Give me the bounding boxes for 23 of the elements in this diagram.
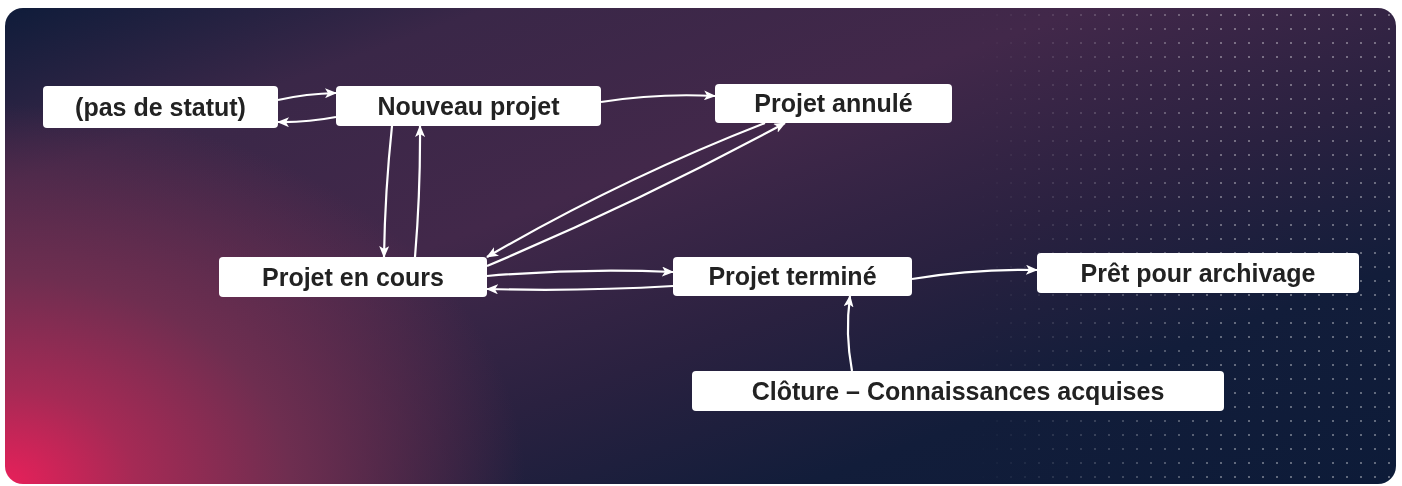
status-label: (pas de statut) [75, 92, 246, 122]
arrow [486, 266, 674, 278]
status-label: Projet terminé [708, 262, 877, 291]
arrow [600, 90, 716, 104]
status-box [715, 84, 952, 123]
status-label: Projet annulé [754, 89, 913, 118]
arrow [413, 125, 426, 258]
arrow [277, 88, 337, 102]
status-label: Projet en cours [262, 262, 444, 292]
arrow [379, 125, 394, 258]
status-label: Nouveau projet [377, 91, 560, 121]
status-box [692, 371, 1224, 411]
status-box [673, 257, 912, 296]
status-label: Clôture – Connaissances acquises [751, 376, 1165, 406]
arrow [911, 264, 1038, 281]
status-label: Prêt pour archivage [1080, 258, 1316, 288]
status-box [43, 86, 278, 128]
arrow [277, 115, 337, 128]
arrow [486, 284, 674, 295]
status-box [1037, 253, 1359, 293]
arrow [843, 295, 854, 372]
status-box [219, 257, 487, 297]
status-box [336, 86, 601, 126]
